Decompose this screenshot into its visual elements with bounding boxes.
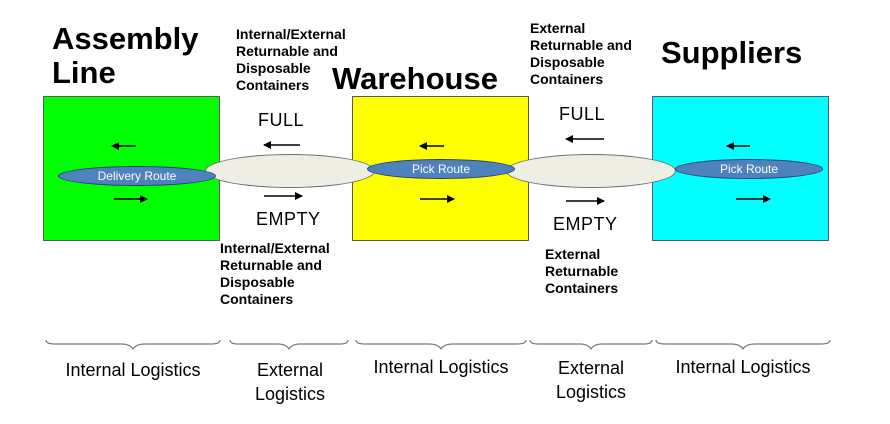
link-warehouse-suppliers: [506, 154, 676, 188]
logistics-label-5: Internal Logistics: [675, 357, 811, 377]
full-label-right: FULL: [559, 104, 606, 124]
brace-4: [529, 339, 653, 351]
brace-3: [355, 339, 527, 351]
link-assembly-warehouse: [205, 154, 375, 188]
containers-bottom-left: Internal/External Returnable and Disposa…: [220, 240, 330, 307]
containers-bottom-right: External Returnable Containers: [545, 246, 619, 296]
empty-label-right: EMPTY: [553, 214, 618, 234]
brace-5: [655, 339, 831, 351]
brace-2: [229, 339, 349, 351]
full-label-left: FULL: [258, 110, 305, 130]
warehouse-title: Warehouse: [332, 61, 498, 96]
logistics-label-4: External Logistics: [555, 358, 627, 402]
logistics-label-2: External Logistics: [254, 360, 326, 404]
pick-route-warehouse-ellipse: Pick Route: [367, 159, 515, 179]
brace-1: [45, 339, 221, 351]
containers-top-right: External Returnable and Disposable Conta…: [530, 20, 632, 87]
empty-label-left: EMPTY: [256, 209, 321, 229]
logistics-label-1: Internal Logistics: [65, 360, 201, 380]
pick-route-suppliers-ellipse: Pick Route: [675, 159, 823, 179]
delivery-route-ellipse: Delivery Route: [58, 166, 216, 186]
suppliers-title: Suppliers: [661, 35, 803, 70]
assembly-line-title: Assembly Line: [52, 21, 199, 90]
logistics-label-3: Internal Logistics: [373, 357, 509, 377]
containers-top-left: Internal/External Returnable and Disposa…: [236, 26, 346, 93]
